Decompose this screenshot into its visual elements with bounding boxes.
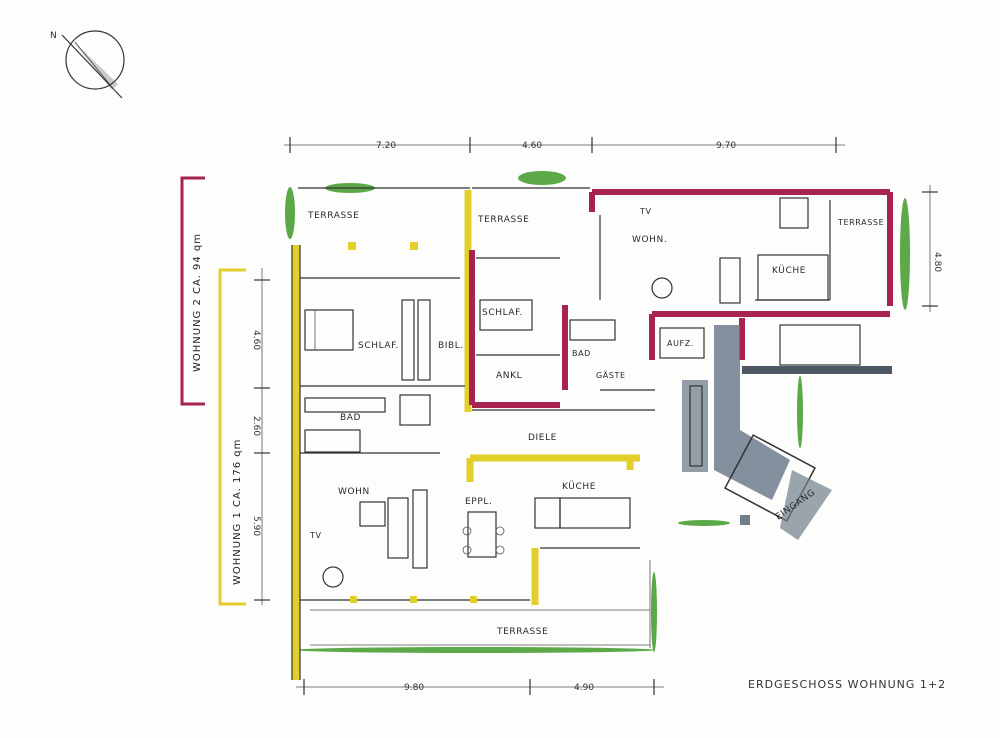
dim-top-2: 4.60 <box>522 141 542 151</box>
label-tv-1: TV <box>309 531 322 540</box>
label-wohn-1: WOHN <box>338 487 370 497</box>
sofa-1 <box>387 497 409 559</box>
lounge-chair-2 <box>651 277 673 299</box>
left-dimension-line: 4.60 2.60 5.90 <box>251 268 270 605</box>
apartment-2-walls <box>469 189 893 408</box>
bottom-dimension-line: 9.80 4.90 <box>296 679 664 695</box>
label-essplatz: EPPL. <box>465 497 492 507</box>
label-ankl: ANKL <box>496 371 522 381</box>
vanity-1 <box>304 397 386 413</box>
apartment-1-walls <box>292 190 640 680</box>
dining-table-2 <box>779 197 809 229</box>
apartment-1-bracket: WOHNUNG 1 CA. 176 qm <box>218 268 246 606</box>
label-bibl: BIBL. <box>438 341 464 351</box>
bed-1 <box>304 309 354 351</box>
dim-bottom-1: 9.80 <box>404 683 424 693</box>
label-kueche-2: KÜCHE <box>772 265 806 276</box>
label-schlaf-1: SCHLAF. <box>358 341 399 351</box>
north-compass-icon: N <box>50 30 125 99</box>
apartment-1-label: WOHNUNG 1 CA. 176 qm <box>232 439 243 585</box>
armchair-1 <box>359 501 386 527</box>
label-terrasse-nw: TERRASSE <box>307 211 359 221</box>
label-kueche-1: KÜCHE <box>562 481 596 492</box>
label-terrasse-ne: TERRASSE <box>837 218 884 227</box>
furniture <box>304 197 861 588</box>
drawing-title: ERDGESCHOSS WOHNUNG 1+2 <box>748 678 946 691</box>
cabinet-1 <box>412 489 428 569</box>
bathtub-1 <box>304 429 361 453</box>
bookshelf-2 <box>417 299 431 381</box>
bookshelf-1 <box>401 299 415 381</box>
kitchen-2 <box>757 254 829 301</box>
dim-left-2: 2.60 <box>251 416 261 436</box>
kitchen-counter-1 <box>559 497 631 529</box>
label-wohn-2: WOHN. <box>632 235 667 245</box>
top-dimension-line: 7.20 4.60 9.70 <box>284 137 845 153</box>
dining-table-1 <box>467 511 497 558</box>
elevator-box <box>659 327 705 359</box>
label-gaeste: GÄSTE <box>596 370 626 380</box>
label-bad-2: BAD <box>572 349 591 358</box>
circulation-core <box>682 325 892 540</box>
apartment-1-wall-outline <box>291 187 655 680</box>
label-bad-1: BAD <box>340 413 361 423</box>
right-dimension-line: 4.80 <box>922 185 942 312</box>
lounge-chair-1 <box>322 566 344 588</box>
dim-top-1: 7.20 <box>376 141 396 151</box>
dim-top-3: 9.70 <box>716 141 736 151</box>
apartment-2-bracket: WOHNUNG 2 CA. 94 qm <box>180 176 205 406</box>
label-aufz: AUFZ. <box>667 339 694 348</box>
shower-1 <box>399 394 431 426</box>
dim-bottom-2: 4.90 <box>574 683 594 693</box>
kitchen-island-1 <box>534 497 561 529</box>
bed-2 <box>479 299 533 331</box>
sofa-2 <box>719 257 741 304</box>
dim-left-1: 4.60 <box>251 330 261 350</box>
label-diele: DIELE <box>528 433 557 443</box>
bath-2 <box>569 319 616 341</box>
greenery <box>285 171 910 653</box>
label-tv-2: TV <box>639 207 652 216</box>
dim-right-1: 4.80 <box>932 252 942 272</box>
stair-2 <box>779 324 861 366</box>
label-schlaf-2: SCHLAF. <box>482 308 523 318</box>
column-markers <box>348 242 477 603</box>
north-label: N <box>50 31 57 41</box>
terrace-outlines <box>310 560 651 648</box>
apartment-2-label: WOHNUNG 2 CA. 94 qm <box>192 233 203 372</box>
bench <box>689 385 703 467</box>
label-terrasse-n: TERRASSE <box>477 215 529 225</box>
label-terrasse-s: TERRASSE <box>496 627 548 637</box>
dim-left-3: 5.90 <box>251 516 261 536</box>
